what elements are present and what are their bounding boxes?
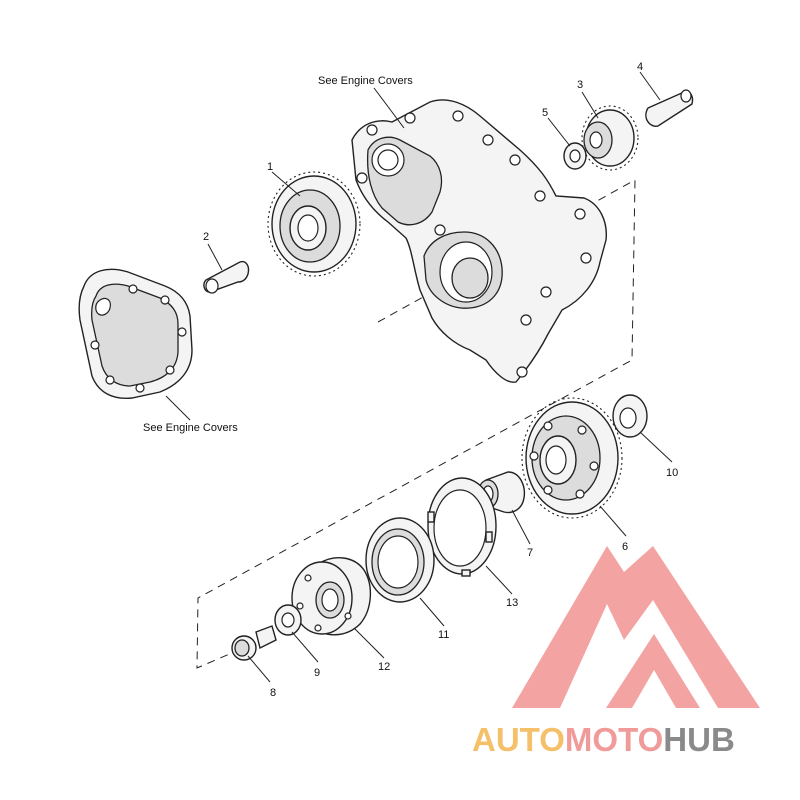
washer-9 <box>274 604 302 636</box>
main-engine-cover <box>351 99 607 383</box>
callout-6: 6 <box>622 541 628 553</box>
callout-8: 8 <box>270 687 276 699</box>
callout-1: 1 <box>267 161 273 173</box>
callout-5: 5 <box>542 107 548 119</box>
leader-lines <box>165 71 673 683</box>
cross-reference-notes: See Engine Covers See Engine Covers <box>143 75 413 434</box>
callout-2: 2 <box>203 231 209 243</box>
flange-bolt <box>231 625 277 661</box>
idler-shaft <box>203 260 250 294</box>
see-engine-covers-top: See Engine Covers <box>318 75 413 87</box>
washer-10 <box>612 394 648 438</box>
small-gear <box>581 105 639 171</box>
sprag-plate <box>427 477 497 577</box>
callout-9: 9 <box>314 667 320 679</box>
callout-3: 3 <box>577 79 583 91</box>
callout-10: 10 <box>666 467 678 479</box>
automotohub-logo-mark <box>512 546 760 708</box>
washer-5 <box>563 142 587 170</box>
callout-12: 12 <box>378 661 390 673</box>
sprag-clutch-ring <box>365 517 435 603</box>
callout-13: 13 <box>506 597 518 609</box>
callout-11: 11 <box>438 629 449 641</box>
gear-pin <box>645 89 694 127</box>
idler-gear <box>267 171 361 277</box>
callout-labels: 1 2 3 4 5 6 7 8 9 10 11 12 13 <box>203 61 678 699</box>
starter-large-gear <box>521 397 623 519</box>
callout-7: 7 <box>527 547 533 559</box>
left-engine-cover <box>78 268 193 399</box>
logo-text-auto: AUTO <box>472 721 565 758</box>
automotohub-logo-text: AUTOMOTOHUB <box>472 718 798 762</box>
callout-4: 4 <box>637 61 643 73</box>
see-engine-covers-left: See Engine Covers <box>143 422 238 434</box>
logo-text-hub: HUB <box>663 721 735 758</box>
logo-text-moto: MOTO <box>564 721 664 758</box>
clutch-housing <box>291 557 371 636</box>
